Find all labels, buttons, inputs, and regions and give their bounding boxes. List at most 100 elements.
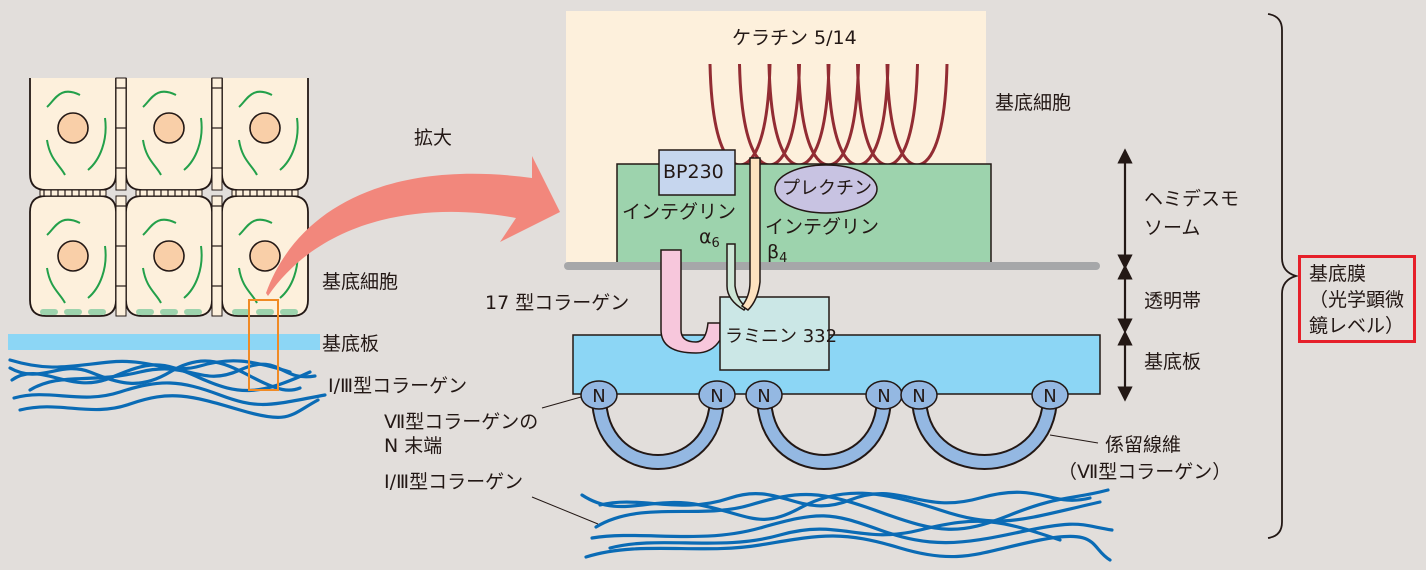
keratin-label: ケラチン 5/14 [732,27,857,49]
basement-membrane-line1: 基底膜 [1309,263,1367,285]
cell-junction [115,195,127,317]
keratin-strand [238,90,273,108]
epidermis-cells-group [29,77,309,317]
leader-n-terminus [541,396,582,409]
magnify-label: 拡大 [414,127,453,149]
magnify-arrow [266,156,560,296]
basal-cell [29,195,117,317]
basal-cell [29,78,117,191]
right-collagen-fibers [580,488,1114,562]
integrin-beta4-symbol: β4 [767,240,787,271]
keratin-strand [46,90,81,108]
beta-subscript: 4 [779,251,788,266]
left-basal-lamina-label: 基底板 [322,333,380,355]
anchoring-fibril [593,395,723,468]
anchoring-fibril-label-line2: （Ⅶ型コラーゲン） [1058,461,1232,483]
hemidesmosome-dash [280,309,298,315]
basement-membrane-line3: 鏡レベル） [1309,315,1405,337]
hemidesmosome-dash [40,309,58,315]
bp230-label: BP230 [663,161,724,183]
layer-hemidesmosome-line1: ヘミデスモ [1144,188,1240,210]
nucleus [57,112,89,144]
cell-junction [135,189,203,197]
keratin-strand [142,267,162,304]
layer-lamina-lucida: 透明帯 [1144,290,1202,312]
collagen7-n-terminus-line2: N 末端 [384,435,443,457]
n-terminus-label: N [710,386,723,407]
n-terminus-label: N [1043,386,1056,407]
laminin332-label: ラミニン 332 [725,326,838,347]
hemidesmosome-dash [64,309,82,315]
collagen17-label: 17 型コラーゲン [485,292,630,314]
leader-anchoring-fibril [1049,434,1099,444]
nucleus [153,112,185,144]
keratin-strand [279,117,299,171]
laminin332-box [719,296,830,371]
nucleus [249,240,281,272]
hemidesmosome-dash [160,309,178,315]
nucleus [57,240,89,272]
right-collagen-1-3-label: Ⅰ/Ⅲ型コラーゲン [384,471,524,493]
keratin-strand [142,139,162,176]
n-terminus-label: N [912,386,925,407]
basement-membrane-brace [1267,13,1300,539]
right-basal-cell-label: 基底細胞 [995,92,1072,114]
keratin-strand [46,218,81,236]
n-terminus-ellipse [900,380,938,410]
hemidesmosome-dash [136,309,154,315]
n-terminus-ellipse [1031,380,1069,410]
keratin-strand [183,117,203,171]
basal-cell [125,195,213,317]
basement-membrane-line2: （光学顕微 [1309,289,1405,311]
cell-junction [211,77,223,191]
keratin-strand [87,117,107,171]
n-terminus-label: N [592,386,605,407]
n-terminus-label: N [877,386,890,407]
nucleus [249,112,281,144]
keratin-strand [183,245,203,299]
bp230-box [658,149,736,196]
basal-cell [221,195,309,317]
integrin-alpha6-name: インテグリン [622,201,737,223]
collagen17-hook [660,249,721,354]
left-basal-lamina-bar [8,334,320,350]
leader-lines [531,396,1099,525]
keratin-strand [46,139,66,176]
collagen7-n-terminus-line1: Ⅶ型コラーゲンの [384,411,539,433]
left-collagen-1-3-label: Ⅰ/Ⅲ型コラーゲン [328,375,468,397]
alpha-symbol: α [699,226,712,248]
hemidesmosome-dash [232,309,250,315]
cell-junction [39,189,107,197]
n-terminus-ellipse [745,380,783,410]
basal-lamina-block [572,334,1101,395]
n-terminus-label: N [757,386,770,407]
beta-symbol: β [767,241,780,263]
keratin-strand [46,267,66,304]
anchoring-fibril [913,395,1056,468]
integrin-beta4-name: インテグリン [765,216,880,238]
layer-hemidesmosome-line2: ソーム [1144,217,1201,239]
hemidesmosome-dash [88,309,106,315]
anchoring-fibril-label-line1: 係留線維 [1105,434,1182,456]
hemidesmosome-dash [184,309,202,315]
keratin-strand [238,218,273,236]
hemidesmosome-dash [256,309,274,315]
integrin-beta4-strand [740,157,761,311]
n-terminus-ellipse [580,380,618,410]
basement-membrane-label-box: 基底膜 （光学顕微 鏡レベル） [1298,255,1416,343]
left-basal-cell-label: 基底細胞 [322,271,399,293]
basal-cell [125,78,213,191]
magnify-region-highlight [248,299,279,391]
keratin-strand [142,90,177,108]
keratin-strand [238,139,258,176]
anchoring-fibril [758,395,890,468]
n-terminus-ellipse [698,380,736,410]
integrin-alpha6-symbol: α6 [699,225,720,256]
alpha-subscript: 6 [711,236,720,251]
keratin-strand [142,218,177,236]
basal-cell [221,78,309,191]
cell-junction [115,77,127,191]
plectin-label: プレクチン [782,178,872,199]
leader-collagen-1-3 [531,496,599,525]
